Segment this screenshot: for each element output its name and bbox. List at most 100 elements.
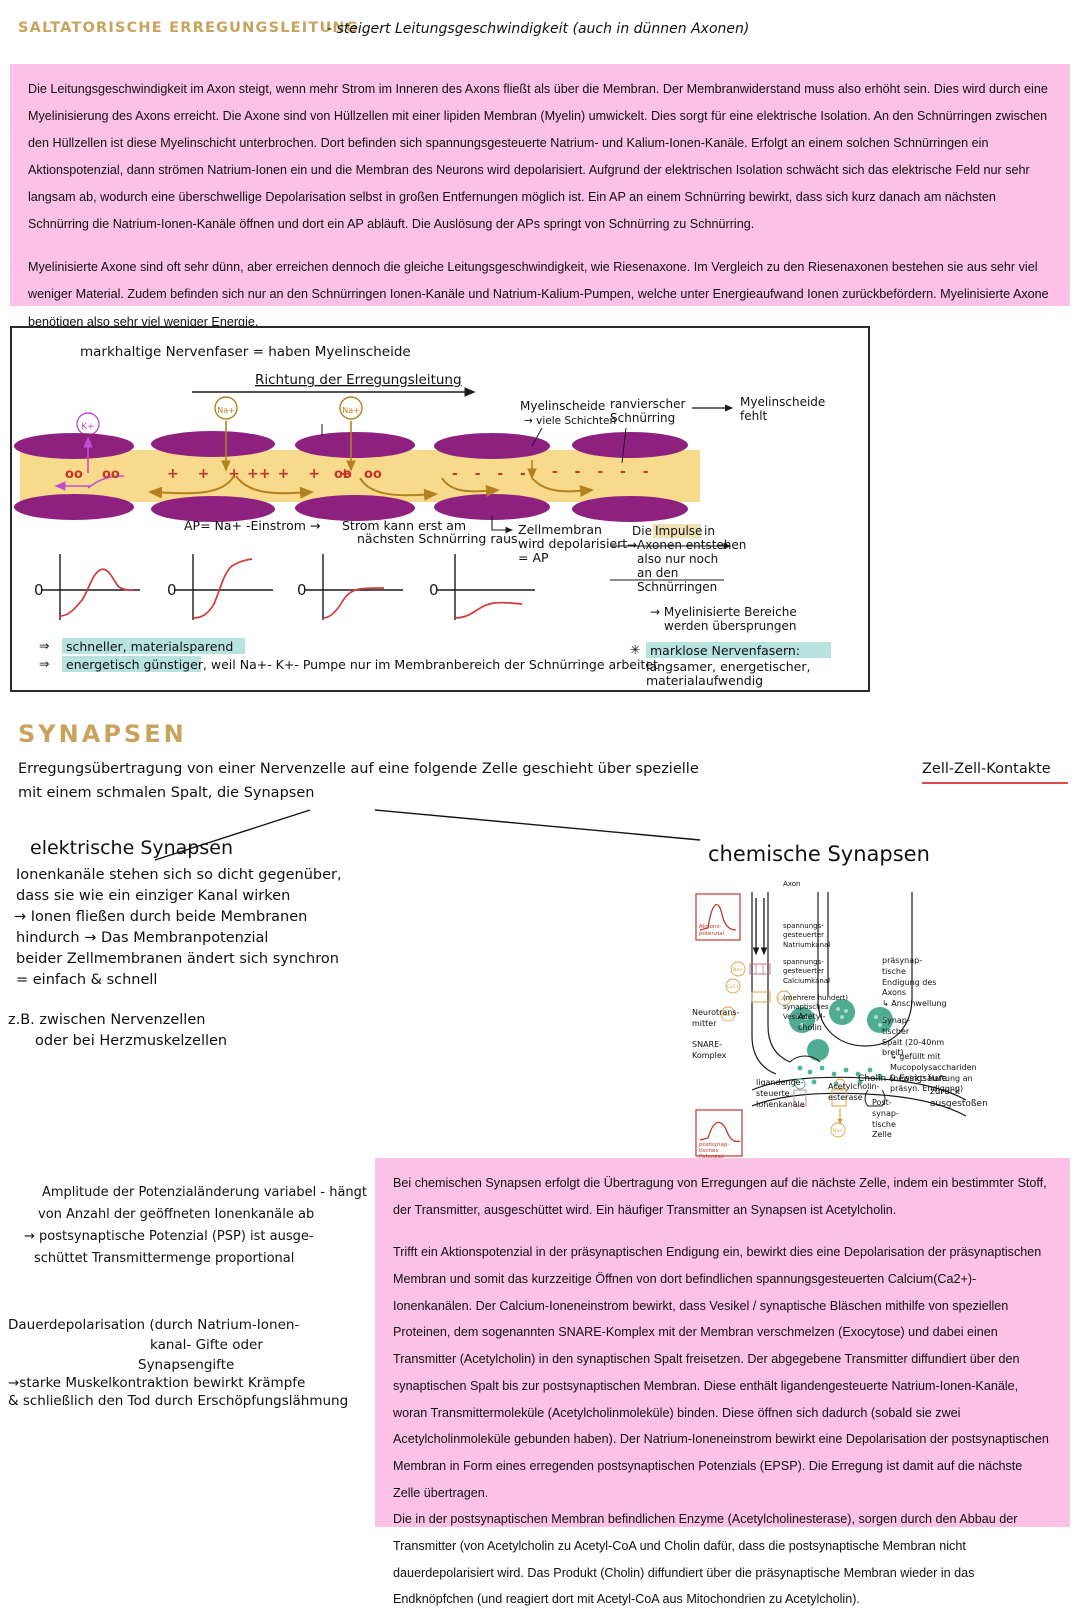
note-dauer-0: Dauerdepolarisation (durch Natrium-Ionen…: [8, 1317, 300, 1333]
minus-signs-right: - - - - -: [552, 464, 655, 480]
svg-text:postsynap-: postsynap-: [699, 1142, 729, 1148]
chemical-synapse-figure: Aktions- potenzial Na+ Ca2+ Ca2+ Ca2+: [690, 868, 990, 1160]
note-amplitude-3: schüttet Transmittermenge proportional: [34, 1251, 295, 1266]
label-ranvier-2: Schnürring: [610, 411, 675, 425]
synapsen-intro-line2: mit einem schmalen Spalt, die Synapsen: [18, 785, 315, 801]
elektrische-synapsen-line-0: Ionenkanäle stehen sich so dicht gegenüb…: [16, 867, 342, 883]
svg-text:→Axonen entstehen: →Axonen entstehen: [627, 538, 746, 552]
note-dauer-4: & schließlich den Tod durch Erschöpfungs…: [8, 1393, 349, 1409]
label-ap-einstrom: AP= Na+ -Einstrom →: [184, 518, 320, 533]
synapse-label-vesikel: (mehrere hundert) synaptisches Vesikel: [783, 994, 848, 1021]
synapse-label-acetylcholinesterase: Acetylcholin- esterase: [828, 1082, 880, 1102]
synapse-label-calciumkanal: spannungs- gesteuerter Calciumkanal: [783, 958, 831, 985]
synapse-label-spalt-detail: ↳ gefüllt mit Mucopolysacchariden (bewir…: [890, 1052, 977, 1094]
page-title-text: SALTATORISCHE ERREGUNGSLEITUNG: [18, 20, 359, 36]
label-myelin-fehlt-2: fehlt: [740, 409, 768, 423]
svg-text:Die: Die: [632, 524, 652, 538]
synapse-label-snare: SNARE- Komplex: [692, 1040, 727, 1060]
synapse-label-cholin: Cholin & Essigsäure: [858, 1074, 948, 1084]
conclusion-1: schneller, materialsparend: [66, 639, 233, 654]
svg-text:tisches: tisches: [699, 1148, 718, 1154]
note-amplitude-0: Amplitude der Potenzialänderung variabel…: [42, 1185, 368, 1200]
svg-text:0: 0: [34, 581, 44, 599]
plus-signs-right: + + + +: [247, 466, 358, 482]
note-dauer-2: Synapsengifte: [138, 1357, 235, 1373]
branch-connectors: [154, 809, 701, 861]
svg-text:K+: K+: [81, 422, 94, 432]
svg-text:0: 0: [297, 581, 307, 599]
svg-text:materialaufwendig: materialaufwendig: [646, 673, 763, 688]
chemische-synapsen-title: chemische Synapsen: [708, 842, 930, 866]
note-dauer-1: kanal- Gifte oder: [150, 1337, 263, 1353]
chem-paragraph-3: Die in der postsynaptischen Membran befi…: [393, 1512, 1018, 1607]
page-title-suffix: - steigert Leitungsgeschwindigkeit (auch…: [327, 21, 750, 37]
saltatory-conduction-figure: markhaltige Nervenfaser = haben Myelinsc…: [10, 326, 870, 692]
elektrische-synapsen-line-4: beider Zellmembranen ändert sich synchro…: [16, 951, 339, 967]
svg-text:Ca2+: Ca2+: [722, 1012, 735, 1018]
svg-text:in: in: [704, 524, 715, 538]
chem-paragraph-2: Trifft ein Aktionspotenzial in der präsy…: [393, 1245, 1049, 1500]
svg-text:Na+: Na+: [833, 1128, 843, 1134]
plus-signs-left: + + + +: [167, 466, 278, 482]
synapse-label-ligand: ligandenge- steuerte Ionenkanäle: [756, 1078, 805, 1109]
intro-paragraph-2: Myelinisierte Axone sind oft sehr dünn, …: [28, 260, 1049, 329]
elektrische-synapsen-line-5: = einfach & schnell: [16, 972, 158, 988]
note-amplitude-1: von Anzahl der geöffneten Ionenkanäle ab: [38, 1207, 315, 1222]
svg-text:also nur noch: also nur noch: [637, 552, 718, 566]
label-myelin-fehlt-1: Myelinscheide: [740, 395, 825, 409]
conclusion-2: energetisch günstiger, weil Na+- K+- Pum…: [66, 657, 658, 672]
svg-text:0: 0: [429, 581, 439, 599]
svg-text:Aktions-: Aktions-: [699, 924, 721, 930]
synapse-label-axon: Axon: [783, 880, 801, 888]
elektrische-synapsen-example-1: z.B. zwischen Nervenzellen: [8, 1012, 206, 1028]
svg-text:✳: ✳: [630, 642, 640, 657]
svg-text:Strom kann erst am: Strom kann erst am: [342, 518, 466, 533]
svg-text:Na+: Na+: [342, 406, 360, 415]
svg-text:werden übersprungen: werden übersprungen: [664, 619, 797, 633]
synapse-label-acetylcholin: Acetyl- cholin: [798, 1012, 826, 1032]
label-ranvier-1: ranvierscher: [610, 397, 685, 411]
note-amplitude-2: → postsynaptische Potenzial (PSP) ist au…: [24, 1229, 314, 1244]
marklose-title: marklose Nervenfasern:: [650, 643, 800, 658]
svg-text:oo: oo: [102, 467, 120, 482]
svg-text:⇒: ⇒: [39, 638, 49, 653]
synapse-label-spalt: Synap- tischer Spalt (20-40nm breit): [882, 1016, 945, 1058]
svg-text:Potenzial: Potenzial: [699, 1154, 724, 1158]
svg-text:Impulse: Impulse: [655, 524, 702, 538]
svg-text:⇒: ⇒: [39, 656, 49, 671]
svg-text:Na+: Na+: [217, 406, 235, 415]
elektrische-synapsen-line-1: dass sie wie ein einziger Kanal wirken: [16, 888, 291, 904]
synapsen-heading: SYNAPSEN: [18, 720, 187, 748]
synapse-label-praesynaptisch: präsynap- tische Endigung des Axons ↳ An…: [882, 956, 947, 1009]
svg-text:langsamer, energetischer,: langsamer, energetischer,: [646, 659, 810, 674]
elektrische-synapsen-title: elektrische Synapsen: [30, 837, 233, 859]
label-zellmembran-3: = AP: [518, 550, 549, 565]
elektrische-synapsen-line-3: hindurch → Das Membranpotenzial: [16, 930, 269, 946]
figure-axon-direction-label: Richtung der Erregungsleitung: [255, 372, 462, 388]
svg-text:nächsten Schnürring raus: nächsten Schnürring raus: [357, 531, 518, 546]
chem-paragraph-1: Bei chemischen Synapsen erfolgt die Über…: [393, 1176, 1047, 1217]
label-zellmembran-2: wird depolarisiert: [518, 536, 627, 551]
synapse-label-neurotransmitter: Neurotrans- mitter: [692, 1008, 740, 1028]
red-underline: [922, 782, 1068, 784]
synapsen-intro-underlined: Zell-Zell-Kontakte: [922, 761, 1051, 777]
elektrische-synapsen-line-2: → Ionen fließen durch beide Membranen: [14, 909, 308, 925]
svg-text:Ca2+: Ca2+: [727, 984, 740, 990]
intro-paragraph-1: Die Leitungsgeschwindigkeit im Axon stei…: [28, 82, 1048, 232]
chemical-synapse-text-block: Bei chemischen Synapsen erfolgt die Über…: [375, 1158, 1070, 1606]
svg-text:potenzial: potenzial: [699, 931, 725, 937]
page-title-saltatorische: SALTATORISCHE ERREGUNGSLEITUNG: [18, 20, 359, 36]
synapse-label-zurueck: zurück ausgestoßen: [930, 1087, 988, 1110]
svg-text:Ca2+: Ca2+: [778, 996, 791, 1002]
svg-text:an den: an den: [637, 566, 678, 580]
note-dauer-3: →starke Muskelkontraktion bewirkt Krämpf…: [8, 1375, 306, 1391]
synapse-label-natriumkanal: spannungs- gesteuerter Natriumkanal: [783, 922, 831, 949]
svg-text:Schnürringen: Schnürringen: [637, 580, 717, 594]
synapsen-intro-line1: Erregungsübertragung von einer Nervenzel…: [18, 761, 699, 777]
intro-text-block: Die Leitungsgeschwindigkeit im Axon stei…: [10, 64, 1070, 329]
svg-text:→ Myelinisierte Bereiche: → Myelinisierte Bereiche: [650, 605, 797, 619]
figure-axon-title: markhaltige Nervenfaser = haben Myelinsc…: [80, 344, 411, 360]
svg-text:Na+: Na+: [733, 967, 743, 973]
minus-signs-left: - - - -: [452, 466, 532, 482]
elektrische-synapsen-example-2: oder bei Herzmuskelzellen: [35, 1033, 228, 1049]
